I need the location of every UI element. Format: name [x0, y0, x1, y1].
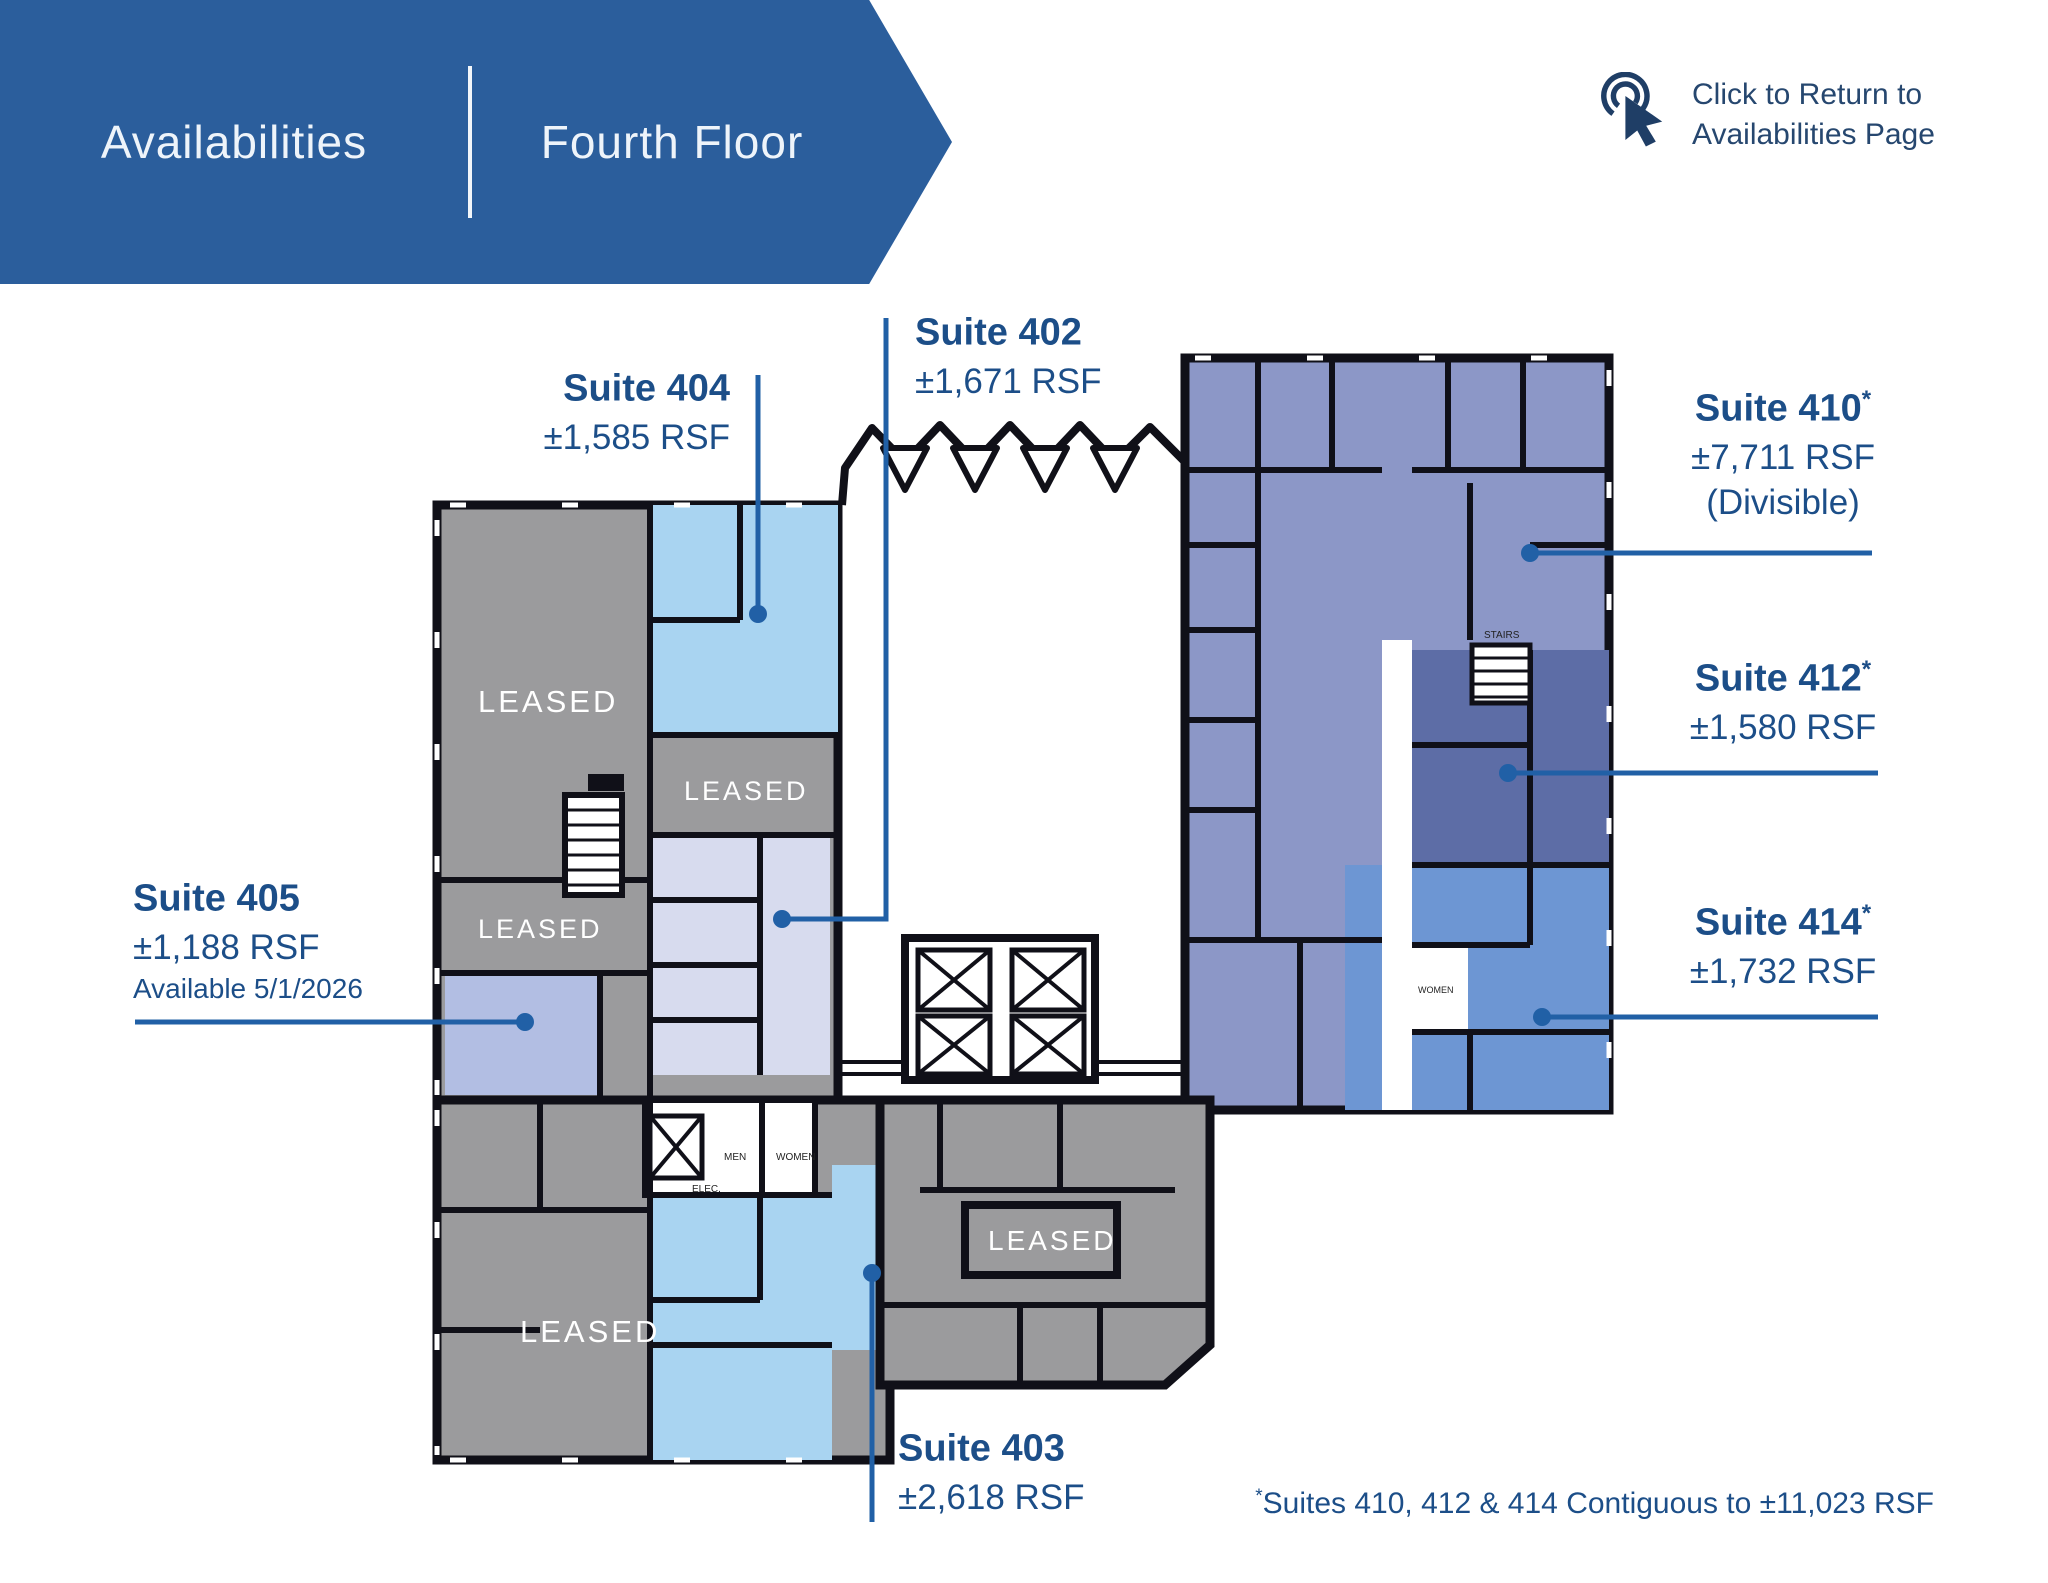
suite-403-room[interactable] — [650, 1165, 890, 1460]
suite-412-label[interactable]: Suite 412* ±1,580 RSF — [1689, 656, 1877, 747]
exit-box — [588, 774, 624, 791]
bottom-left-walls — [437, 1100, 832, 1460]
banner-floor-label: Fourth Floor — [540, 116, 804, 168]
stairwell-right: STAIRS — [1469, 630, 1533, 706]
suite-402-label[interactable]: Suite 402 ±1,671 RSF — [915, 311, 1102, 401]
women-label: WOMEN — [1418, 985, 1454, 995]
left-block: LEASED LEASED LEASED — [432, 500, 843, 1105]
stairs-label: STAIRS — [1484, 630, 1520, 641]
return-link-text[interactable]: Click to Return to Availabilities Page — [1692, 77, 1935, 151]
contiguous-footnote: *Suites 410, 412 & 414 Contiguous to ±11… — [1255, 1486, 1934, 1520]
leased-label: LEASED — [520, 1314, 660, 1349]
atrium-wall — [838, 421, 1188, 506]
bottom-right-block: LEASED — [875, 1095, 1215, 1390]
right-corridor — [1382, 640, 1412, 1110]
click-cursor-icon — [1598, 71, 1672, 157]
women-restroom — [1412, 945, 1468, 1032]
suite-402-room[interactable] — [650, 835, 830, 1075]
suite-414-label[interactable]: Suite 414* ±1,732 RSF — [1689, 900, 1877, 991]
leased-label: LEASED — [684, 776, 809, 806]
suite-403-label[interactable]: Suite 403 ±2,618 RSF — [898, 1427, 1085, 1517]
stairwell-left — [562, 792, 625, 898]
elec-label: ELEC. — [692, 1184, 721, 1195]
elevator-core — [838, 934, 1185, 1084]
suite-404-label[interactable]: Suite 404 ±1,585 RSF — [543, 367, 730, 457]
women-label: WOMEN — [776, 1152, 815, 1163]
leased-label: LEASED — [478, 684, 618, 719]
right-block-walls — [1185, 358, 1609, 1110]
banner-divider — [468, 66, 472, 218]
leased-label: LEASED — [478, 914, 603, 944]
suite-410-label[interactable]: Suite 410* ±7,711 RSF (Divisible) — [1691, 386, 1875, 522]
leader-lines — [135, 318, 1878, 1522]
leased-inner-room — [961, 1201, 1121, 1279]
leased-label: LEASED — [988, 1225, 1117, 1256]
suite-405-room[interactable] — [445, 973, 600, 1095]
banner-availabilities-label: Availabilities — [100, 116, 368, 168]
suite-405-label[interactable]: Suite 405 ±1,188 RSF Available 5/1/2026 — [133, 877, 363, 1004]
bottom-right-walls — [880, 1100, 1210, 1385]
bottom-left-block: MEN WOMEN ELEC. LEASED — [432, 1095, 895, 1465]
return-to-availabilities-link[interactable]: Click to Return to Availabilities Page — [1598, 71, 1935, 157]
right-block: STAIRS WOMEN — [1180, 353, 1614, 1115]
header-banner: Availabilities Fourth Floor — [0, 0, 952, 284]
men-label: MEN — [724, 1152, 746, 1163]
